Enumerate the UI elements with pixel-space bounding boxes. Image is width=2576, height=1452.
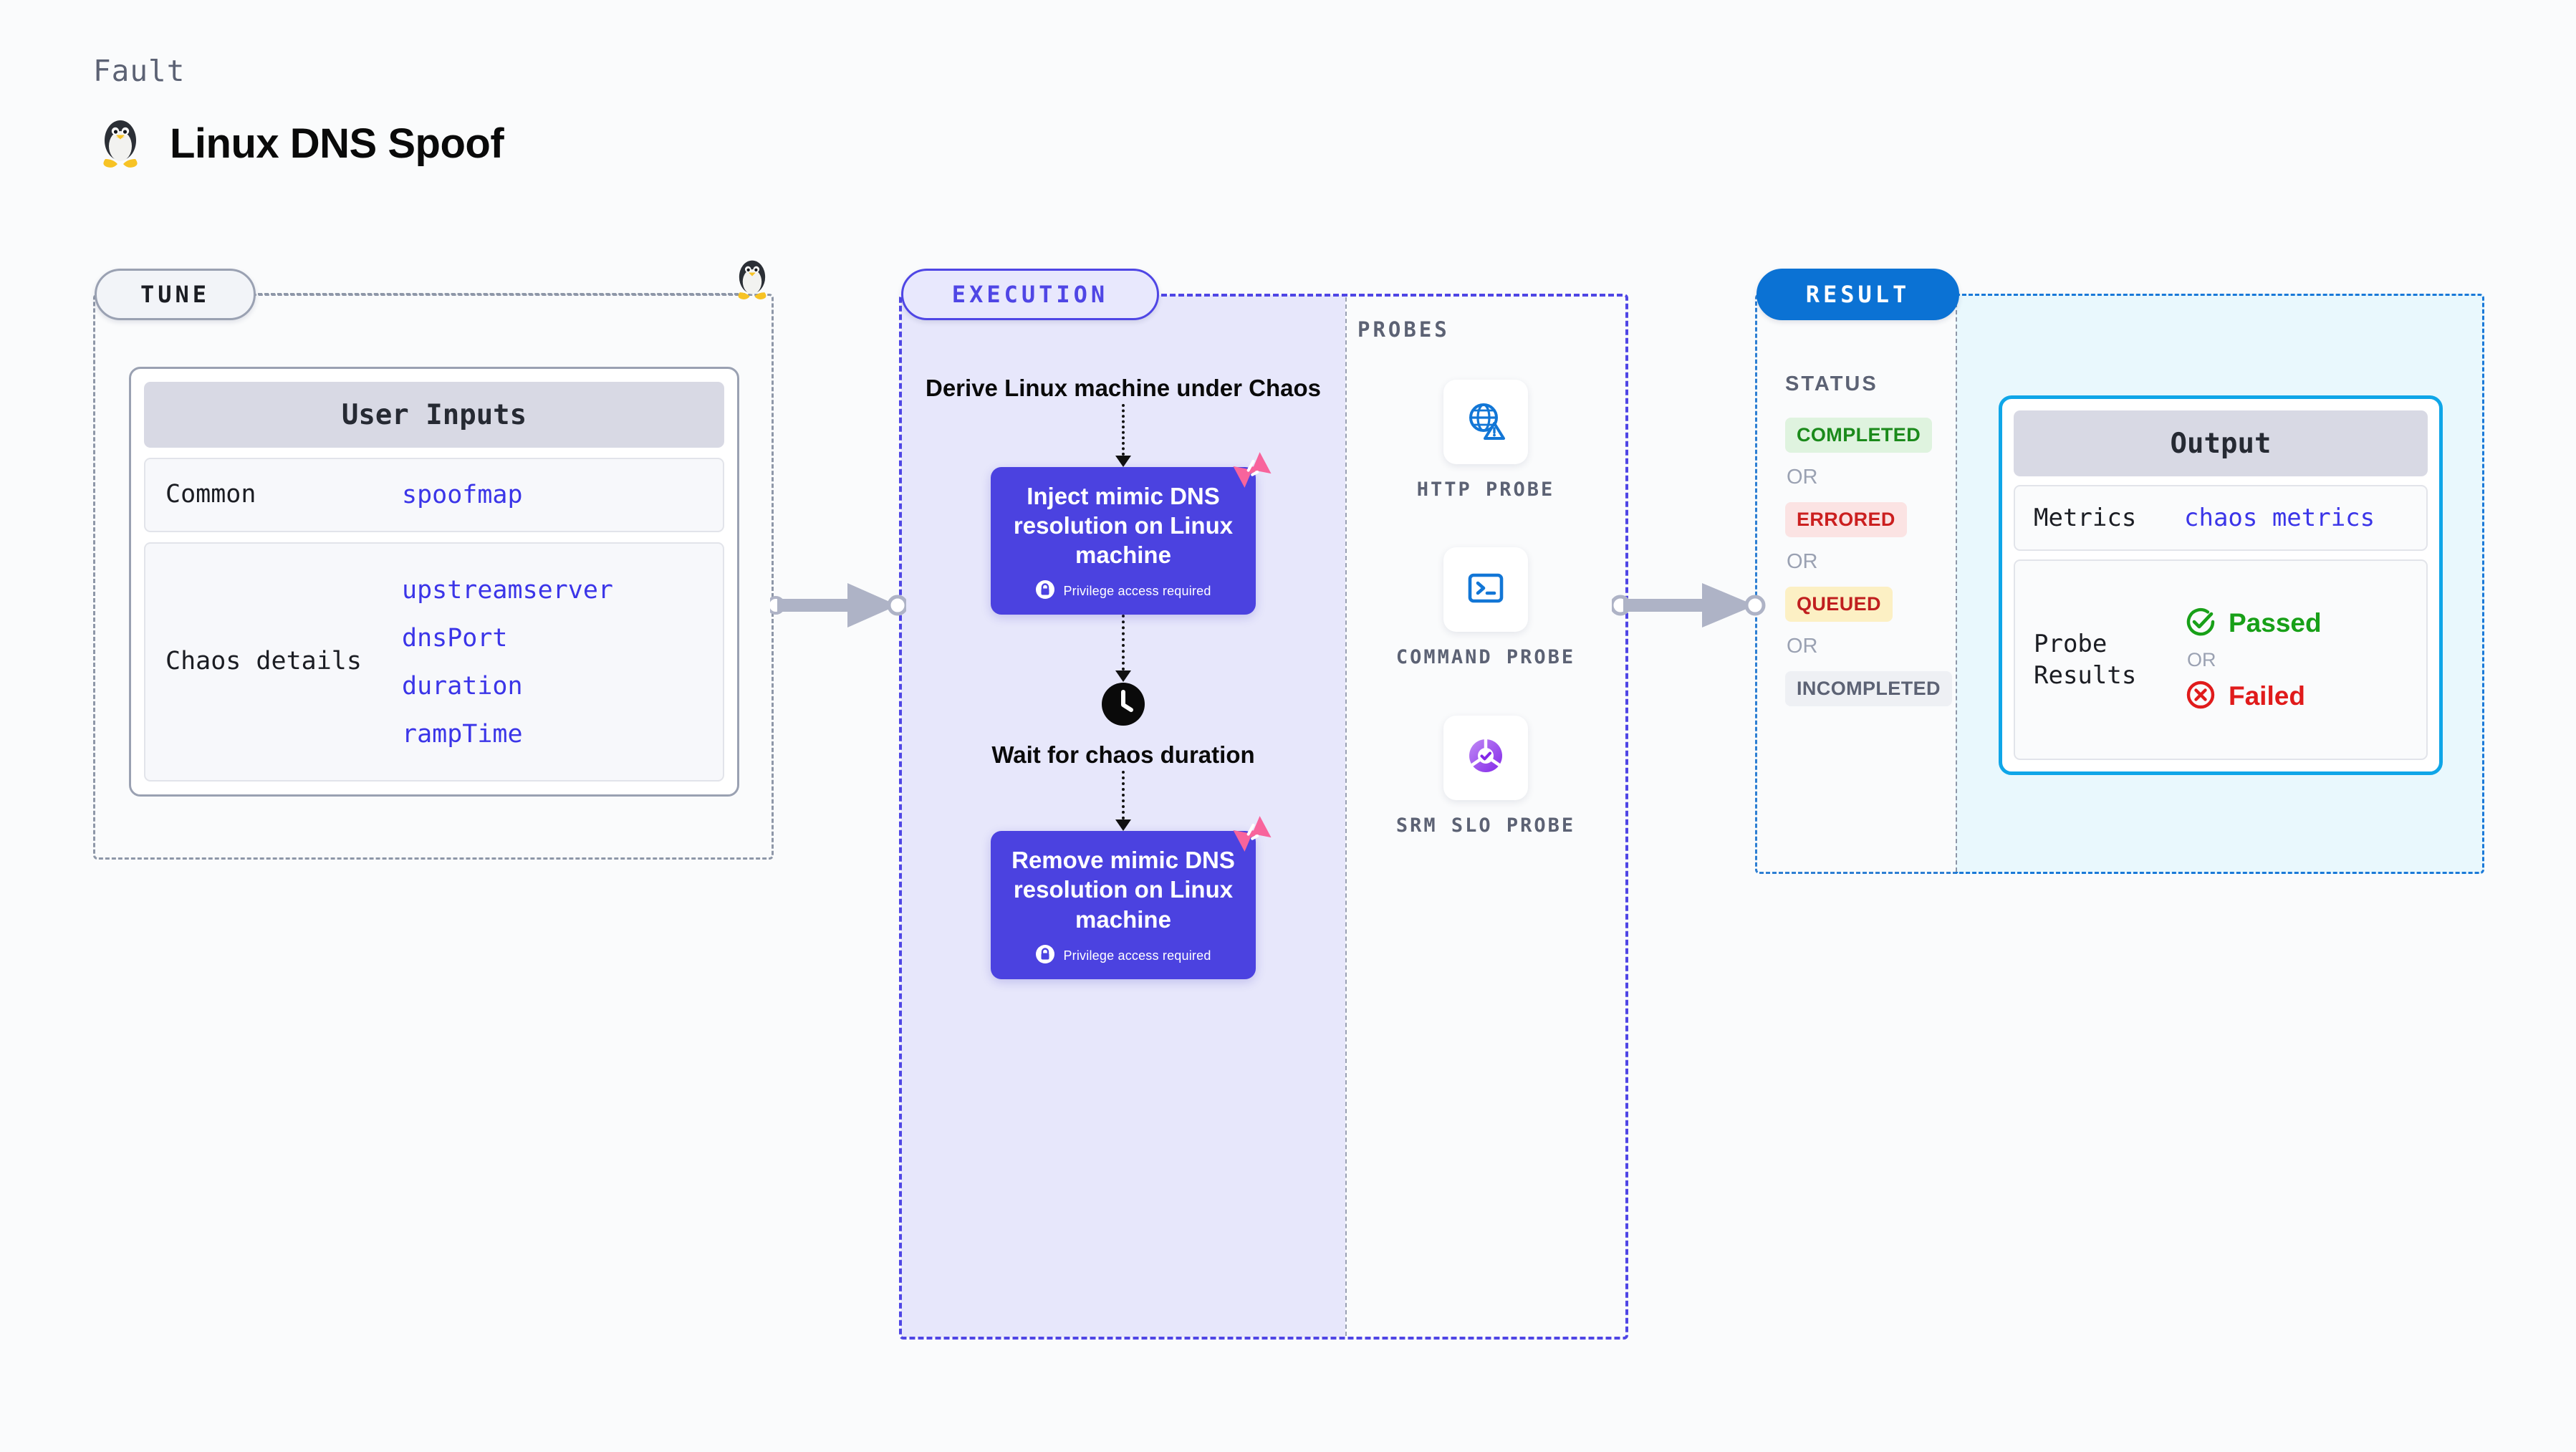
param-duration[interactable]: duration <box>402 671 523 701</box>
globe-warning-icon <box>1463 398 1509 447</box>
output-title: Output <box>2014 410 2428 476</box>
connector-tune-to-execution <box>766 573 908 641</box>
status-badge-completed: COMPLETED <box>1785 418 1933 453</box>
or-separator: OR <box>2187 648 2216 670</box>
lock-icon <box>1035 944 1055 968</box>
privilege-badge: Privilege access required <box>1006 944 1240 968</box>
probe-tile[interactable] <box>1443 380 1528 464</box>
probe-command[interactable]: COMMAND PROBE <box>1396 547 1575 670</box>
status-badge-errored: ERRORED <box>1785 502 1907 537</box>
execution-flow: Derive Linux machine under Chaos Inject … <box>901 372 1345 979</box>
or-separator: OR <box>1787 466 1818 489</box>
terminal-icon <box>1464 566 1508 614</box>
probe-label: SRM SLO PROBE <box>1395 814 1576 837</box>
action-title: Remove mimic DNS resolution on Linux mac… <box>1011 847 1235 933</box>
tune-row-chaos-details: Chaos details upstreamserver dnsPort dur… <box>144 542 724 782</box>
param-ramptime[interactable]: rampTime <box>402 719 523 749</box>
page-title: Linux DNS Spoof <box>170 120 504 167</box>
param-dnsport[interactable]: dnsPort <box>402 623 508 653</box>
ribbon-marker-icon <box>1233 451 1272 492</box>
user-inputs-title: User Inputs <box>144 382 724 448</box>
fault-kicker-label: Fault <box>93 54 186 88</box>
output-row-key: Metrics <box>2034 503 2137 532</box>
probe-failed-label: Failed <box>2229 681 2305 711</box>
or-separator: OR <box>1787 635 1818 658</box>
probe-result-passed: Passed <box>2184 605 2322 642</box>
probe-result-failed: Failed <box>2184 678 2322 715</box>
output-row-metrics: Metrics chaos metrics <box>2014 485 2428 551</box>
or-separator: OR <box>1787 550 1818 573</box>
ribbon-marker-icon <box>1233 815 1272 856</box>
output-metrics-value[interactable]: chaos metrics <box>2184 504 2375 532</box>
param-upstreamserver[interactable]: upstreamserver <box>402 575 614 605</box>
slo-gauge-check-icon <box>1464 734 1508 782</box>
probes-panel-fill <box>1345 295 1626 1337</box>
status-badge-queued: QUEUED <box>1785 587 1893 622</box>
output-card: Output Metrics chaos metrics Probe Resul… <box>1999 395 2443 775</box>
user-inputs-card: User Inputs Common spoofmap Chaos detail… <box>129 367 739 797</box>
tab-result[interactable]: RESULT <box>1756 269 1959 320</box>
flow-arrow <box>1115 615 1131 683</box>
wait-label: Wait for chaos duration <box>991 741 1255 769</box>
status-badge-incompleted: INCOMPLETED <box>1785 671 1952 706</box>
tune-row-values: upstreamserver dnsPort duration rampTime <box>402 576 613 749</box>
probes-list: HTTP PROBE COMMAND PROBE <box>1345 380 1626 839</box>
clock-icon <box>1101 682 1145 730</box>
param-spoofmap[interactable]: spoofmap <box>402 481 523 509</box>
flow-arrow <box>1115 771 1131 832</box>
step-derive-machine: Derive Linux machine under Chaos <box>926 375 1321 401</box>
probes-section-label: PROBES <box>1357 317 1450 342</box>
check-circle-icon <box>2184 605 2217 642</box>
tune-connector-line <box>258 293 745 295</box>
action-title: Inject mimic DNS resolution on Linux mac… <box>1013 482 1234 569</box>
action-card-inject[interactable]: Inject mimic DNS resolution on Linux mac… <box>991 451 1272 615</box>
probe-srm-slo[interactable]: SRM SLO PROBE <box>1395 715 1576 839</box>
linux-penguin-icon <box>97 115 144 172</box>
wait-node: Wait for chaos duration <box>991 682 1255 771</box>
tab-tune[interactable]: TUNE <box>95 269 256 320</box>
action-card-remove[interactable]: Remove mimic DNS resolution on Linux mac… <box>991 816 1272 979</box>
privilege-text: Privilege access required <box>1063 948 1211 963</box>
page-title-row: Linux DNS Spoof <box>97 115 504 172</box>
tune-row-common: Common spoofmap <box>144 458 724 532</box>
tune-linux-penguin-icon <box>732 256 772 307</box>
probe-label: COMMAND PROBE <box>1395 646 1576 669</box>
flow-arrow <box>1115 403 1131 467</box>
result-status-panel <box>1755 294 1956 874</box>
lock-icon <box>1035 580 1055 603</box>
execution-panel <box>899 294 1628 1340</box>
privilege-text: Privilege access required <box>1063 584 1211 599</box>
probe-http[interactable]: HTTP PROBE <box>1417 380 1555 503</box>
status-heading: STATUS <box>1785 372 1878 395</box>
tune-row-key: Chaos details <box>165 647 362 676</box>
tune-row-key: Common <box>165 480 256 509</box>
probe-label: HTTP PROBE <box>1416 479 1555 501</box>
status-list: STATUS COMPLETED OR ERRORED OR QUEUED OR… <box>1785 372 1964 706</box>
tab-execution[interactable]: EXECUTION <box>901 269 1159 320</box>
probe-passed-label: Passed <box>2229 608 2322 638</box>
output-row-probe-results: Probe Results Passed OR <box>2014 559 2428 760</box>
probes-divider <box>1345 297 1347 1336</box>
probe-tile[interactable] <box>1443 547 1528 633</box>
probe-tile[interactable] <box>1443 715 1528 800</box>
connector-execution-to-result <box>1610 573 1766 641</box>
output-row-key: Probe Results <box>2034 629 2137 690</box>
tune-row-values: spoofmap <box>402 481 523 509</box>
privilege-badge: Privilege access required <box>1006 580 1240 603</box>
x-circle-icon <box>2184 678 2217 715</box>
probe-result-options: Passed OR Failed <box>2184 605 2322 715</box>
result-divider <box>1956 296 1957 872</box>
